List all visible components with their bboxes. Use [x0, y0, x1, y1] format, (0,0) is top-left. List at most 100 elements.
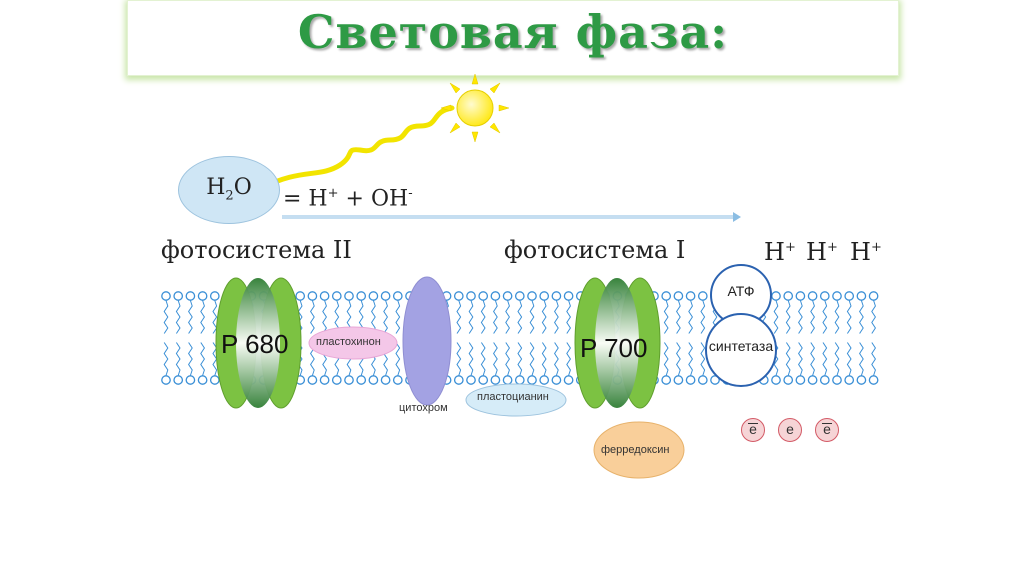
lipid-head — [392, 375, 403, 385]
lipid-tail — [517, 300, 523, 334]
proton-3-base: H — [850, 238, 871, 266]
lipid-tail — [700, 300, 706, 334]
lipid-tail — [554, 342, 559, 376]
lipid-tail — [395, 342, 401, 376]
lipid-head — [527, 291, 537, 301]
proton-2-sup: + — [826, 240, 838, 255]
lipid-head — [783, 375, 794, 385]
proton-1: H+ — [764, 238, 796, 266]
lipid-head — [710, 375, 720, 385]
lipid-head — [453, 375, 464, 385]
lipid-head — [697, 291, 708, 301]
lipid-tail — [163, 300, 169, 334]
lipid-head — [307, 375, 318, 385]
page-title: Световая фаза: — [297, 5, 729, 59]
lipid-tail — [810, 342, 815, 376]
lipid-tail — [688, 342, 693, 376]
lipid-head — [807, 291, 818, 301]
lipid-tail — [493, 300, 498, 334]
lipid-tail — [554, 300, 559, 334]
atp-label: АТФ — [727, 283, 755, 299]
lipid-tail — [846, 342, 852, 376]
light-ray — [259, 105, 455, 191]
lipid-tail — [175, 300, 181, 334]
lipid-head — [209, 291, 220, 301]
lipid-head — [673, 291, 684, 301]
lipid-head — [783, 291, 794, 301]
photosystem-1-label: фотосистема I — [504, 236, 686, 264]
lipid-tail — [322, 300, 327, 334]
lipid-head — [380, 291, 391, 301]
equation-sup1: + — [327, 186, 339, 201]
lipid-head — [197, 291, 208, 301]
lipid-head — [173, 375, 184, 385]
lipid-head — [392, 291, 403, 301]
lipid-head — [490, 375, 501, 385]
lipid-head — [514, 375, 525, 385]
lipid-head — [319, 375, 330, 385]
electron-3: e — [815, 418, 839, 442]
lipid-tail — [541, 300, 547, 334]
lipid-tail — [456, 300, 462, 334]
cytochrome-shape — [402, 276, 452, 406]
lipid-tail — [480, 300, 486, 334]
lipid-head — [319, 291, 330, 301]
plastoquinone-shape — [308, 326, 398, 360]
lipid-tail — [371, 300, 376, 334]
lipid-head — [173, 291, 184, 301]
lipid-head — [563, 291, 574, 301]
lipid-head — [209, 375, 220, 385]
lipid-head — [771, 375, 781, 385]
lipid-head — [685, 375, 696, 385]
p700-label: P 700 — [580, 333, 648, 363]
lipid-head — [161, 291, 171, 301]
lipid-tail — [383, 300, 388, 334]
lipid-tail — [395, 300, 401, 334]
lipid-tail — [480, 342, 486, 376]
lipid-head — [661, 291, 672, 301]
lipid-head — [795, 375, 806, 385]
lipid-head — [185, 291, 196, 301]
lipid-tail — [663, 342, 669, 376]
p680-label: P 680 — [221, 329, 289, 359]
lipid-head — [197, 375, 208, 385]
plastocyanin-label: пластоцианин — [477, 391, 549, 403]
lipid-head — [356, 291, 367, 301]
lipid-head — [795, 291, 806, 301]
proton-3: H+ — [850, 238, 882, 266]
lipid-head — [185, 375, 196, 385]
lipid-head — [819, 291, 830, 301]
photosystem-2-complex — [215, 277, 302, 409]
lipid-head — [819, 375, 830, 385]
lipid-head — [527, 375, 537, 385]
plastoquinone-label: пластохинон — [316, 336, 381, 348]
lipid-tail — [188, 300, 193, 334]
equation-prefix: = H — [283, 186, 328, 212]
lipid-head — [697, 375, 708, 385]
lipid-head — [868, 375, 879, 385]
lipid-tail — [859, 300, 864, 334]
lipid-tail — [529, 342, 535, 376]
lipid-head — [344, 375, 354, 385]
lipid-tail — [688, 300, 693, 334]
electron-2-symbol: e — [786, 421, 794, 437]
water-sub: 2 — [225, 188, 234, 204]
atp-synthase-shape — [705, 264, 777, 387]
lipid-tail — [785, 300, 791, 334]
lipid-tail — [529, 300, 535, 334]
cytochrome-label: цитохром — [399, 402, 448, 414]
proton-1-sup: + — [784, 240, 796, 255]
lipid-tail — [785, 342, 791, 376]
lipid-tail — [505, 300, 510, 334]
sun-icon — [440, 73, 510, 143]
lipid-head — [453, 291, 464, 301]
lipid-tail — [541, 342, 547, 376]
lipid-head — [478, 375, 489, 385]
lipid-head — [466, 375, 476, 385]
lipid-head — [661, 375, 672, 385]
lipid-tail — [773, 300, 779, 334]
lipid-head — [514, 291, 525, 301]
lipid-head — [685, 291, 696, 301]
electron-1-symbol: e — [749, 421, 757, 437]
